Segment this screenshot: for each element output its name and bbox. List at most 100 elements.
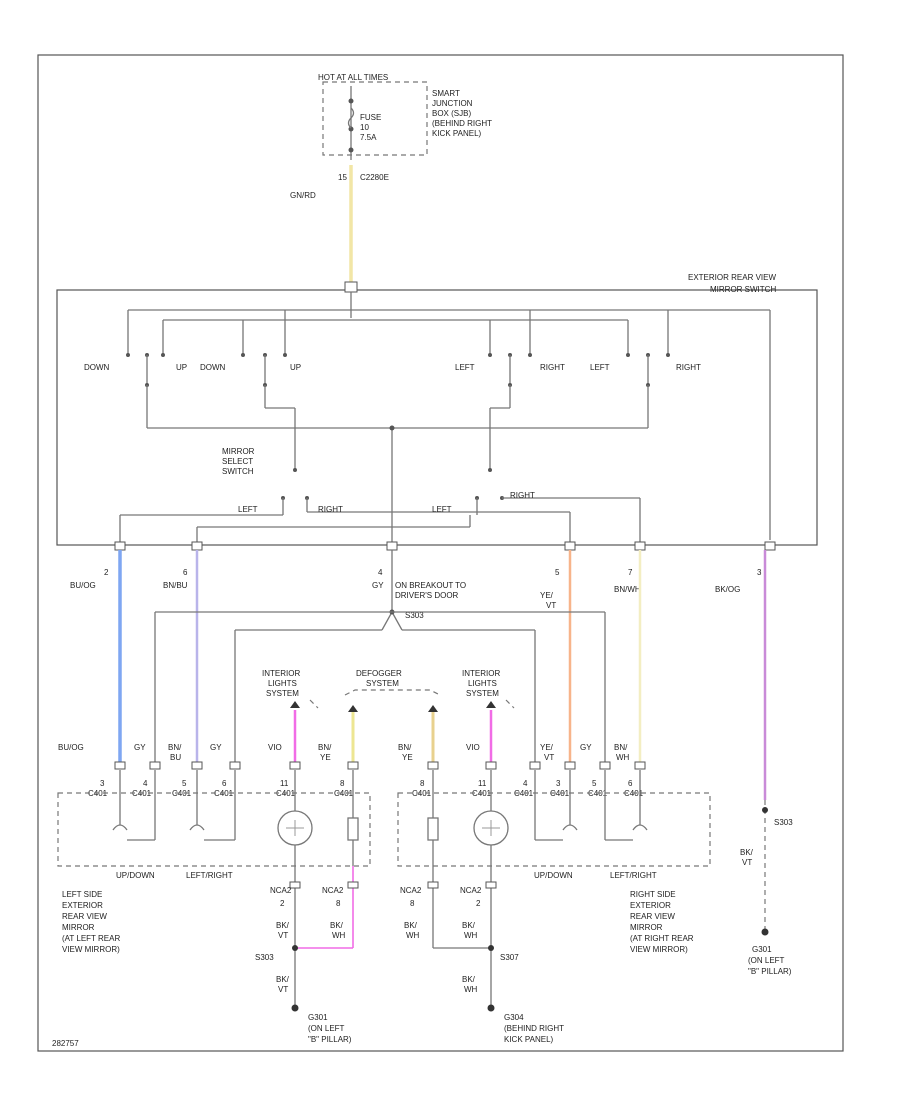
switch-contacts xyxy=(126,353,670,429)
conn-pin-3: 3 xyxy=(757,568,762,577)
ground-section-left xyxy=(289,866,359,1012)
sjb-label-1: SMART xyxy=(432,89,460,98)
wire-ye-vt-label-1: YE/ xyxy=(540,591,554,600)
interior-lights-1-label-1: INTERIOR xyxy=(262,669,300,678)
lw-r-8: WH xyxy=(616,753,630,762)
ground-section-far-right xyxy=(761,800,769,936)
left-mirror-assembly xyxy=(57,770,371,867)
bk-vt-far-1: BK/ xyxy=(740,848,754,857)
breakout-label-2: DRIVER'S DOOR xyxy=(395,591,459,600)
switch-bus xyxy=(127,292,771,540)
sw-left-right: LEFT xyxy=(455,363,475,372)
breakout-label-1: ON BREAKOUT TO xyxy=(395,581,466,590)
ext-mirror-switch-label-2: MIRROR SWITCH xyxy=(710,285,776,294)
c401-pins xyxy=(114,761,646,770)
left-heater-icon xyxy=(347,817,359,841)
ext-mirror-switch-label-1: EXTERIOR REAR VIEW xyxy=(688,273,776,282)
mirror-select-label-2: SELECT xyxy=(222,457,253,466)
wire-bn-bu-label: BN/BU xyxy=(163,581,188,590)
sel-right-1: RIGHT xyxy=(318,505,343,514)
g301-far-1: G301 xyxy=(752,945,772,954)
right-mirror-assembly xyxy=(397,770,711,867)
defogger-label-2: SYSTEM xyxy=(366,679,399,688)
pin-r-6: 6 xyxy=(628,779,633,788)
right-mirror-label: RIGHT SIDE EXTERIOR REAR VIEW MIRROR (AT… xyxy=(630,890,694,954)
lw-r-3: VIO xyxy=(466,743,480,752)
gr-2-wire-1: BK/ xyxy=(462,921,476,930)
interior-lights-2-label-1: INTERIOR xyxy=(462,669,500,678)
sw-up2-left: UP xyxy=(290,363,301,372)
bk-vt-far-2: VT xyxy=(742,858,752,867)
sw-right2-right: RIGHT xyxy=(676,363,701,372)
wire-bk-og-label: BK/OG xyxy=(715,585,740,594)
svg-text:C401: C401 xyxy=(514,789,534,798)
lw-l-1: BU/OG xyxy=(58,743,84,752)
gl-1-wire-2: VT xyxy=(278,931,288,940)
c2280e-pin: 15 xyxy=(338,173,347,182)
svg-text:MIRROR: MIRROR xyxy=(62,923,95,932)
pin-r-8: 8 xyxy=(420,779,425,788)
smart-junction-box: HOT AT ALL TIMES SMART JUNCTION BOX (SJB… xyxy=(318,73,492,160)
lw-l-6: VIO xyxy=(268,743,282,752)
switch-connector xyxy=(114,541,776,551)
gr-1-wire-1: BK/ xyxy=(404,921,418,930)
svg-text:VIEW MIRROR): VIEW MIRROR) xyxy=(630,945,688,954)
sel-left-1: LEFT xyxy=(238,505,258,514)
interior-lights-2-label-3: SYSTEM xyxy=(466,689,499,698)
left-right-left: LEFT/RIGHT xyxy=(186,871,233,880)
conn-pin-5: 5 xyxy=(555,568,560,577)
pin-r-11: 11 xyxy=(478,779,487,788)
gr-2-pin: 2 xyxy=(476,899,481,908)
lw-r-7: BN/ xyxy=(614,743,628,752)
svg-text:RIGHT SIDE: RIGHT SIDE xyxy=(630,890,676,899)
wire-gy-label: GY xyxy=(372,581,384,590)
interior-lights-1-label-2: LIGHTS xyxy=(268,679,297,688)
bk-vt-l-1: BK/ xyxy=(276,975,290,984)
g304-label-3: KICK PANEL) xyxy=(504,1035,554,1044)
g301-far-2: (ON LEFT xyxy=(748,956,785,965)
lw-r-5: VT xyxy=(544,753,554,762)
up-down-right: UP/DOWN xyxy=(534,871,573,880)
left-mirror-label: LEFT SIDE EXTERIOR REAR VIEW MIRROR (AT … xyxy=(62,890,120,954)
lw-l-4: BU xyxy=(170,753,181,762)
svg-text:C401: C401 xyxy=(334,789,354,798)
diagram-frame xyxy=(37,54,844,1052)
svg-text:EXTERIOR: EXTERIOR xyxy=(630,901,671,910)
lw-l-7: BN/ xyxy=(318,743,332,752)
svg-text:C401: C401 xyxy=(172,789,192,798)
sjb-label-5: KICK PANEL) xyxy=(432,129,482,138)
svg-text:EXTERIOR: EXTERIOR xyxy=(62,901,103,910)
svg-text:(AT LEFT REAR: (AT LEFT REAR xyxy=(62,934,120,943)
ext-mirror-switch-box xyxy=(56,289,818,546)
lw-l-8: YE xyxy=(320,753,331,762)
s303c-label: S303 xyxy=(774,818,793,827)
svg-text:VIEW MIRROR): VIEW MIRROR) xyxy=(62,945,120,954)
pin-r-4: 4 xyxy=(523,779,528,788)
sw-down2-left: DOWN xyxy=(200,363,226,372)
pin-r-3: 3 xyxy=(556,779,561,788)
gl-1-code: NCA2 xyxy=(270,886,292,895)
interior-lights-2-label-2: LIGHTS xyxy=(468,679,497,688)
gr-1-wire-2: WH xyxy=(406,931,420,940)
lw-r-4: YE/ xyxy=(540,743,554,752)
s303b-label: S303 xyxy=(255,953,274,962)
gr-2-wire-2: WH xyxy=(464,931,478,940)
bk-wh-r-1: BK/ xyxy=(462,975,476,984)
gl-1-pin: 2 xyxy=(280,899,285,908)
diagram-code: 282757 xyxy=(52,1039,79,1048)
sw-down-left: DOWN xyxy=(84,363,110,372)
mirror-select-switch xyxy=(119,408,641,545)
lw-l-2: GY xyxy=(134,743,146,752)
gl-2-wire-2: WH xyxy=(332,931,346,940)
pin-l-5: 5 xyxy=(182,779,187,788)
g304-label-2: (BEHIND RIGHT xyxy=(504,1024,564,1033)
svg-text:LEFT SIDE: LEFT SIDE xyxy=(62,890,102,899)
g301-label-1: G301 xyxy=(308,1013,328,1022)
gy-distribution xyxy=(154,550,606,765)
gl-2-wire-1: BK/ xyxy=(330,921,344,930)
g301-far-3: "B" PILLAR) xyxy=(748,967,792,976)
defogger-label-1: DEFOGGER xyxy=(356,669,402,678)
gl-2-pin: 8 xyxy=(336,899,341,908)
lw-r-1: BN/ xyxy=(398,743,412,752)
lw-r-6: GY xyxy=(580,743,592,752)
